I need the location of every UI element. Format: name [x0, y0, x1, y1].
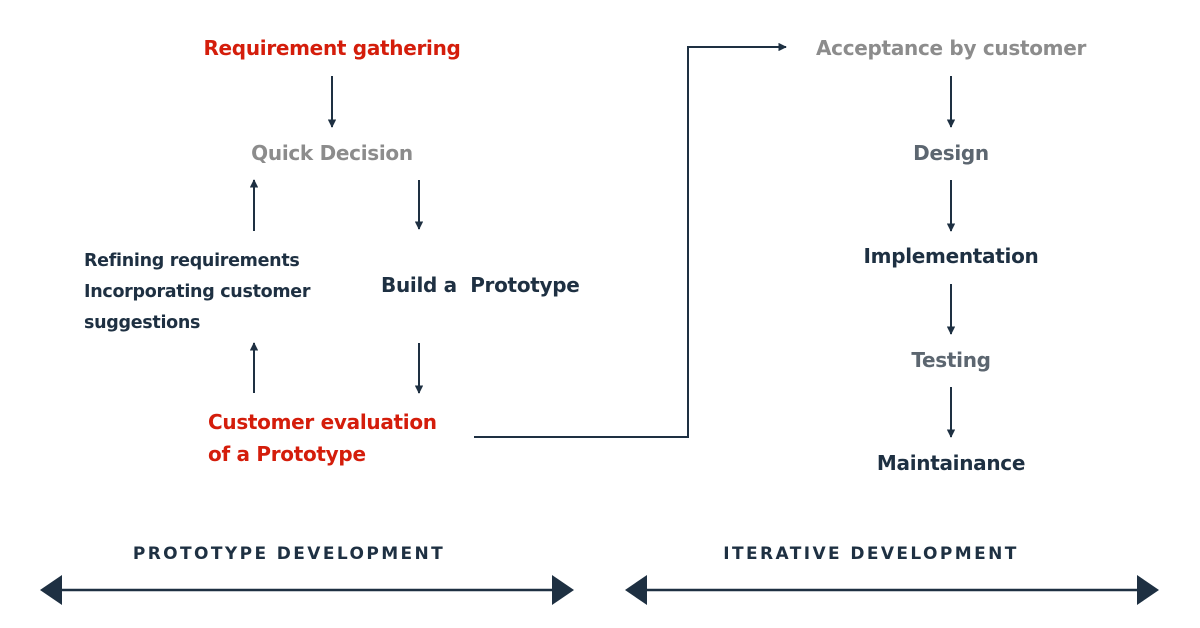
prototype-development-label: PROTOTYPE DEVELOPMENT	[132, 544, 446, 564]
refining-line-3: suggestions	[84, 313, 201, 333]
iterative-span-arrow	[625, 575, 1159, 605]
evaluation-line-2: of a Prototype	[208, 442, 366, 466]
refining-line-1: Refining requirements	[84, 251, 300, 271]
prototype-span-arrow	[40, 575, 574, 605]
refining-requirements-node: Refining requirements Incorporating cust…	[84, 246, 311, 339]
evaluation-line-1: Customer evaluation	[208, 410, 437, 434]
customer-evaluation-node: Customer evaluation of a Prototype	[208, 406, 437, 470]
refining-line-2: Incorporating customer	[84, 282, 311, 302]
implementation-node: Implementation	[863, 244, 1039, 268]
requirement-gathering-node: Requirement gathering	[203, 36, 461, 60]
maintenance-node: Maintainance	[876, 451, 1026, 475]
connector-evaluation-to-acceptance	[474, 42, 787, 438]
iterative-development-label: ITERATIVE DEVELOPMENT	[723, 544, 1019, 564]
testing-node: Testing	[911, 348, 991, 372]
quick-decision-node: Quick Decision	[251, 141, 413, 165]
build-prototype-node: Build a Prototype	[381, 273, 580, 297]
acceptance-node: Acceptance by customer	[815, 36, 1087, 60]
design-node: Design	[913, 141, 989, 165]
